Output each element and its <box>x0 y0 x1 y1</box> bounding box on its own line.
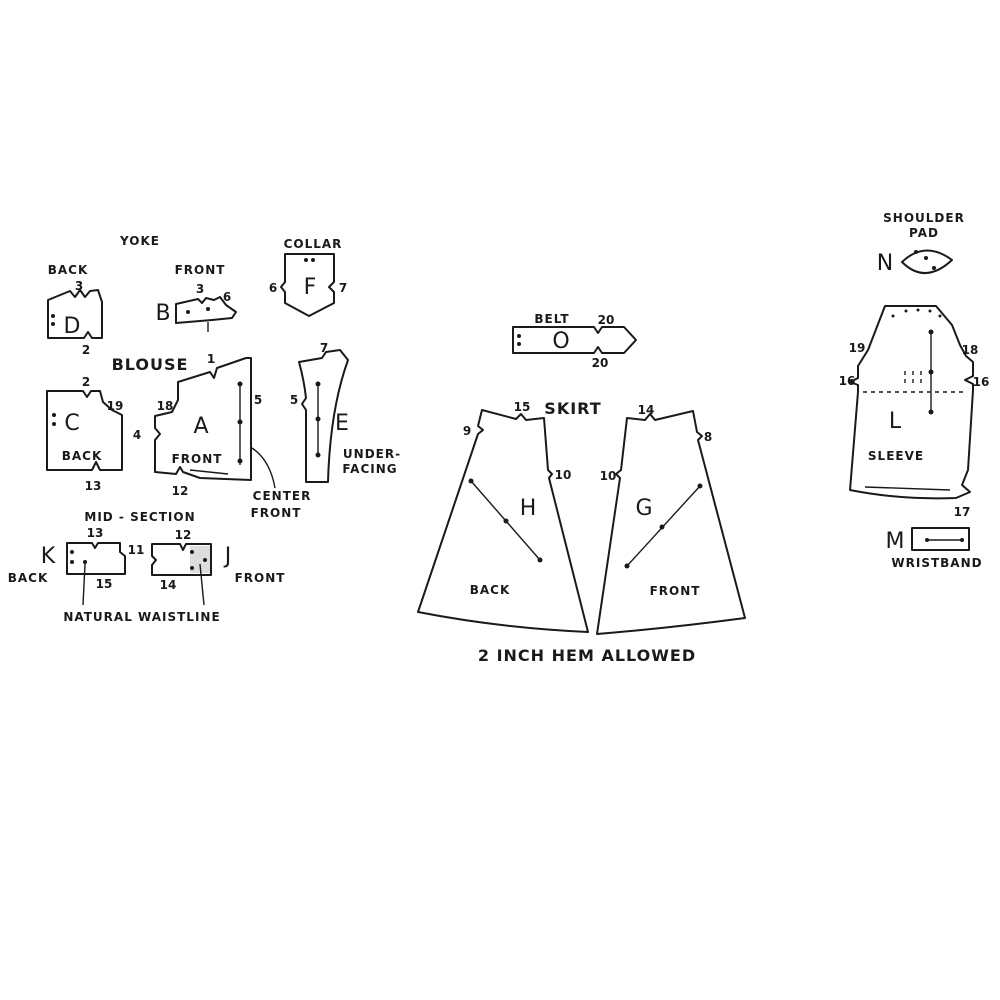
piece-n-shoulder-pad <box>901 249 953 274</box>
notch-number: 3 <box>75 279 83 293</box>
notch-number: 13 <box>85 479 102 493</box>
notch-number: 7 <box>320 341 328 355</box>
piece-c-label: BACK <box>62 449 103 463</box>
notch-number: 4 <box>133 428 141 442</box>
piece-letter-d: D <box>64 314 81 339</box>
notch-number: 15 <box>96 577 113 591</box>
yoke-front-label: FRONT <box>175 263 226 277</box>
notch-number: 10 <box>600 469 617 483</box>
piece-a-label: FRONT <box>172 452 223 466</box>
notch-number: 3 <box>196 282 204 296</box>
notch-number: 20 <box>592 356 609 370</box>
hem-allowance-label: 2 INCH HEM ALLOWED <box>478 646 696 665</box>
shoulder-pad-title: SHOULDER <box>883 211 965 225</box>
notch-number: 20 <box>598 313 615 327</box>
piece-letter-g: G <box>635 496 652 521</box>
piece-j-label: FRONT <box>235 571 286 585</box>
notch-number: 12 <box>175 528 192 542</box>
piece-b-front-yoke <box>175 296 237 324</box>
notch-number: 6 <box>269 281 277 295</box>
waistline-pointer <box>82 563 86 606</box>
notch-number: 2 <box>82 375 90 389</box>
notch-number: 18 <box>157 399 174 413</box>
notch-number: 2 <box>82 343 90 357</box>
piece-f-collar <box>280 253 335 317</box>
notch-number: 13 <box>87 526 104 540</box>
piece-a-blouse-front <box>154 357 252 481</box>
center-front-label: CENTER <box>253 489 312 503</box>
shoulder-pad-title: PAD <box>909 226 939 240</box>
piece-j-midsection-front <box>151 543 212 576</box>
piece-k-midsection-back <box>66 542 126 575</box>
skirt-title: SKIRT <box>544 399 601 418</box>
piece-letter-k: K <box>41 544 56 569</box>
notch-number: 18 <box>962 343 979 357</box>
notch-number: 5 <box>254 393 262 407</box>
center-front-label: FRONT <box>251 506 302 520</box>
midsection-title: MID - SECTION <box>84 510 195 524</box>
wristband-label: WRISTBAND <box>891 556 982 570</box>
blouse-title: BLOUSE <box>112 355 189 374</box>
notch-number: 15 <box>514 400 531 414</box>
notch-number: 9 <box>463 424 471 438</box>
piece-letter-n: N <box>877 251 893 276</box>
piece-letter-j: J <box>223 544 232 569</box>
piece-letter-o: O <box>552 329 569 354</box>
yoke-back-label: BACK <box>48 263 89 277</box>
piece-m-wristband <box>911 527 970 551</box>
piece-g-skirt-front <box>596 410 746 635</box>
waistline-pointer <box>199 563 205 606</box>
center-front-pointer <box>251 447 276 489</box>
notch-number: 10 <box>555 468 572 482</box>
piece-letter-f: F <box>304 275 317 300</box>
underfacing-label: UNDER- <box>343 447 401 461</box>
underfacing-label: FACING <box>342 462 397 476</box>
notch-number: 6 <box>223 290 231 304</box>
piece-k-label: BACK <box>8 571 49 585</box>
piece-d-back-yoke <box>47 289 103 339</box>
piece-e-underfacing <box>298 349 349 483</box>
piece-letter-a: A <box>193 414 208 439</box>
notch-number: 12 <box>172 484 189 498</box>
notch-number: 19 <box>849 341 866 355</box>
piece-letter-h: H <box>520 496 537 521</box>
notch-number: 16 <box>973 375 990 389</box>
notch-number: 8 <box>704 430 712 444</box>
notch-number: 16 <box>839 374 856 388</box>
piece-g-label: FRONT <box>650 584 701 598</box>
yoke-title: YOKE <box>119 234 160 248</box>
piece-c-blouse-back <box>46 390 123 471</box>
notch-number: 11 <box>128 543 145 557</box>
piece-h-label: BACK <box>470 583 511 597</box>
collar-title: COLLAR <box>284 237 343 251</box>
piece-l-sleeve <box>849 305 974 500</box>
piece-letter-l: L <box>889 409 902 434</box>
notch-number: 14 <box>160 578 177 592</box>
piece-letter-c: C <box>64 411 79 436</box>
notch-number: 1 <box>207 352 215 366</box>
piece-o-belt <box>512 326 637 354</box>
piece-letter-m: M <box>886 529 905 554</box>
notch-number: 17 <box>954 505 971 519</box>
natural-waistline-label: NATURAL WAISTLINE <box>63 610 220 624</box>
notch-number: 7 <box>339 281 347 295</box>
piece-letter-e: E <box>335 411 349 436</box>
sleeve-label: SLEEVE <box>868 449 924 463</box>
belt-title: BELT <box>534 312 569 326</box>
piece-h-skirt-back <box>417 409 589 633</box>
shaded-area <box>190 546 210 573</box>
notch-number: 19 <box>107 399 124 413</box>
notch-number: 5 <box>290 393 298 407</box>
piece-letter-b: B <box>155 301 170 326</box>
